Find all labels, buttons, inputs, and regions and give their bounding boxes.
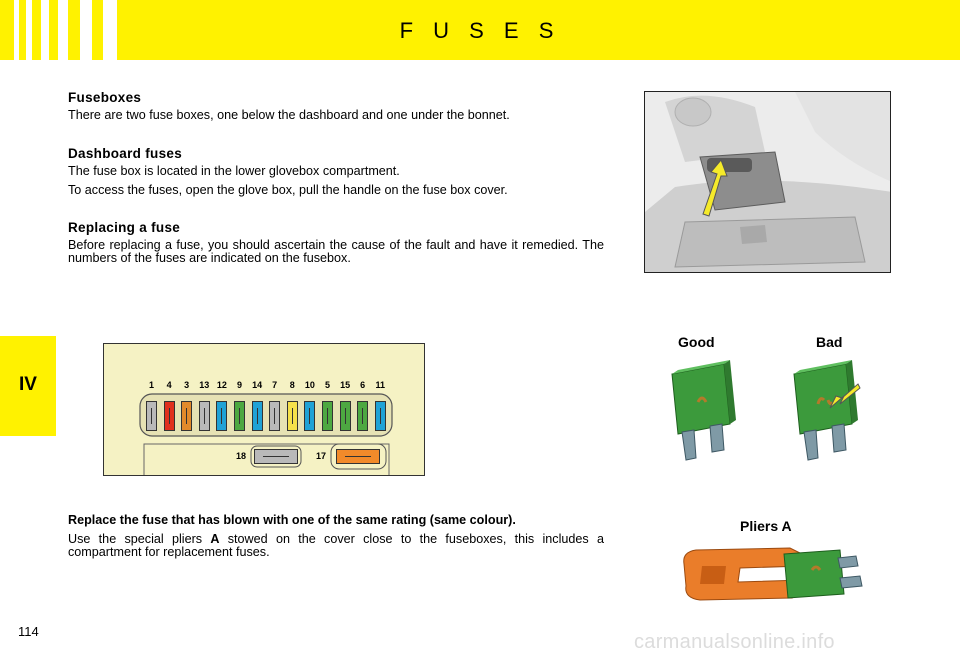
fuse-slot (269, 401, 281, 431)
header-stripe (58, 0, 68, 60)
fuse-number-label: 9 (236, 380, 242, 390)
fuse-number-label: 14 (252, 380, 263, 390)
caption-bad: Bad (816, 334, 843, 350)
section-replacing: Replacing a fuse Before replacing a fuse… (68, 220, 604, 271)
fuse-number-label: 15 (340, 380, 351, 390)
section-fuseboxes: Fuseboxes There are two fuse boxes, one … (68, 90, 604, 128)
header-stripe (103, 0, 117, 60)
fuse-slot (251, 401, 263, 431)
heading-dashboard-fuses: Dashboard fuses (68, 146, 183, 161)
fuse-element (274, 408, 276, 424)
fuse-element (168, 408, 170, 424)
fuse-element (291, 408, 293, 424)
pliers-text-post: stowed on the cover close to the fusebox… (68, 532, 604, 559)
fuse-element (327, 408, 328, 424)
fuse-element (203, 408, 205, 424)
fuse-number-label: 6 (360, 380, 366, 390)
fuse-slot (304, 401, 316, 431)
fuse-number-label: 3 (184, 380, 190, 390)
chapter-tab[interactable]: IV (0, 336, 56, 436)
heading-replacing: Replacing a fuse (68, 220, 181, 235)
fuse-slot (198, 401, 210, 431)
paragraph-replacing: Before replacing a fuse, you should asce… (68, 238, 604, 265)
fuse-number-label: 8 (289, 380, 295, 390)
fuse-number-label: 10 (304, 380, 315, 390)
maxi-fuse-element (345, 456, 371, 457)
section-dashboard-fuses: Dashboard fuses The fuse box is located … (68, 146, 604, 203)
fuse-number-label: 1 (148, 380, 154, 390)
fuse-number-label: 7 (272, 380, 278, 390)
fuse-number-label: 13 (199, 380, 210, 390)
fuse-slot (357, 401, 369, 431)
bad-fuse-illustration (793, 360, 861, 461)
heading-fuseboxes: Fuseboxes (68, 90, 142, 105)
fuse-number-label: 5 (324, 380, 330, 390)
fuse-element (379, 408, 381, 424)
good-fuse-illustration (671, 360, 736, 461)
fuse-element (362, 408, 364, 424)
maxi-fuse (336, 449, 380, 464)
glovebox-illustration (645, 92, 890, 272)
paragraph-replace-rule: Replace the fuse that has blown with one… (68, 513, 516, 527)
caption-pliers: Pliers A (740, 518, 792, 534)
header-stripe (80, 0, 92, 60)
maxi-fuse-number-label: 17 (315, 451, 326, 461)
fuse-slot (286, 401, 298, 431)
fuse-number-label: 11 (375, 380, 386, 390)
section-instructions: Replace the fuse that has blown with one… (68, 514, 604, 565)
fuse-slot (234, 401, 245, 431)
fuse-slot (163, 401, 175, 431)
fuse-element (239, 408, 240, 424)
header-stripe (41, 0, 49, 60)
header-band: F U S E S (0, 0, 960, 60)
fuse-number-label: 12 (216, 380, 227, 390)
maxi-fuse (254, 449, 298, 464)
maxi-fuse-element (263, 456, 289, 457)
chapter-tab-label: IV (19, 374, 37, 395)
fuse-element (186, 408, 188, 424)
fuse-element (344, 408, 346, 424)
paragraph-pliers: Use the special pliers A stowed on the c… (68, 533, 604, 559)
fuse-element (221, 408, 223, 424)
pliers-illustration (683, 547, 863, 601)
paragraph-dashboard-location: The fuse box is located in the lower glo… (68, 164, 400, 178)
fuse-slot (146, 401, 157, 431)
fuse-slot (322, 401, 333, 431)
fuse-element (309, 408, 311, 424)
fuse-number-label: 4 (166, 380, 172, 390)
maxi-fuse-number-label: 18 (235, 451, 246, 461)
fuse-slot (181, 401, 193, 431)
page-number: 114 (18, 624, 39, 639)
fuse-slot (374, 401, 386, 431)
caption-good: Good (678, 334, 715, 350)
page-title: F U S E S (399, 18, 561, 43)
fuse-slot (339, 401, 351, 431)
paragraph-dashboard-access: To access the fuses, open the glove box,… (68, 183, 508, 197)
glovebox-photo (644, 91, 891, 273)
watermark: carmanualsonline.info (634, 631, 835, 653)
pliers-letter: A (210, 532, 220, 546)
fuse-element (151, 408, 152, 424)
fuse-slot (216, 401, 228, 431)
paragraph-fuseboxes: There are two fuse boxes, one below the … (68, 108, 510, 122)
fuse-element (256, 408, 258, 424)
header-stripe (26, 0, 32, 60)
pliers-text-pre: Use the special pliers (68, 532, 211, 546)
header-stripe (14, 0, 19, 60)
